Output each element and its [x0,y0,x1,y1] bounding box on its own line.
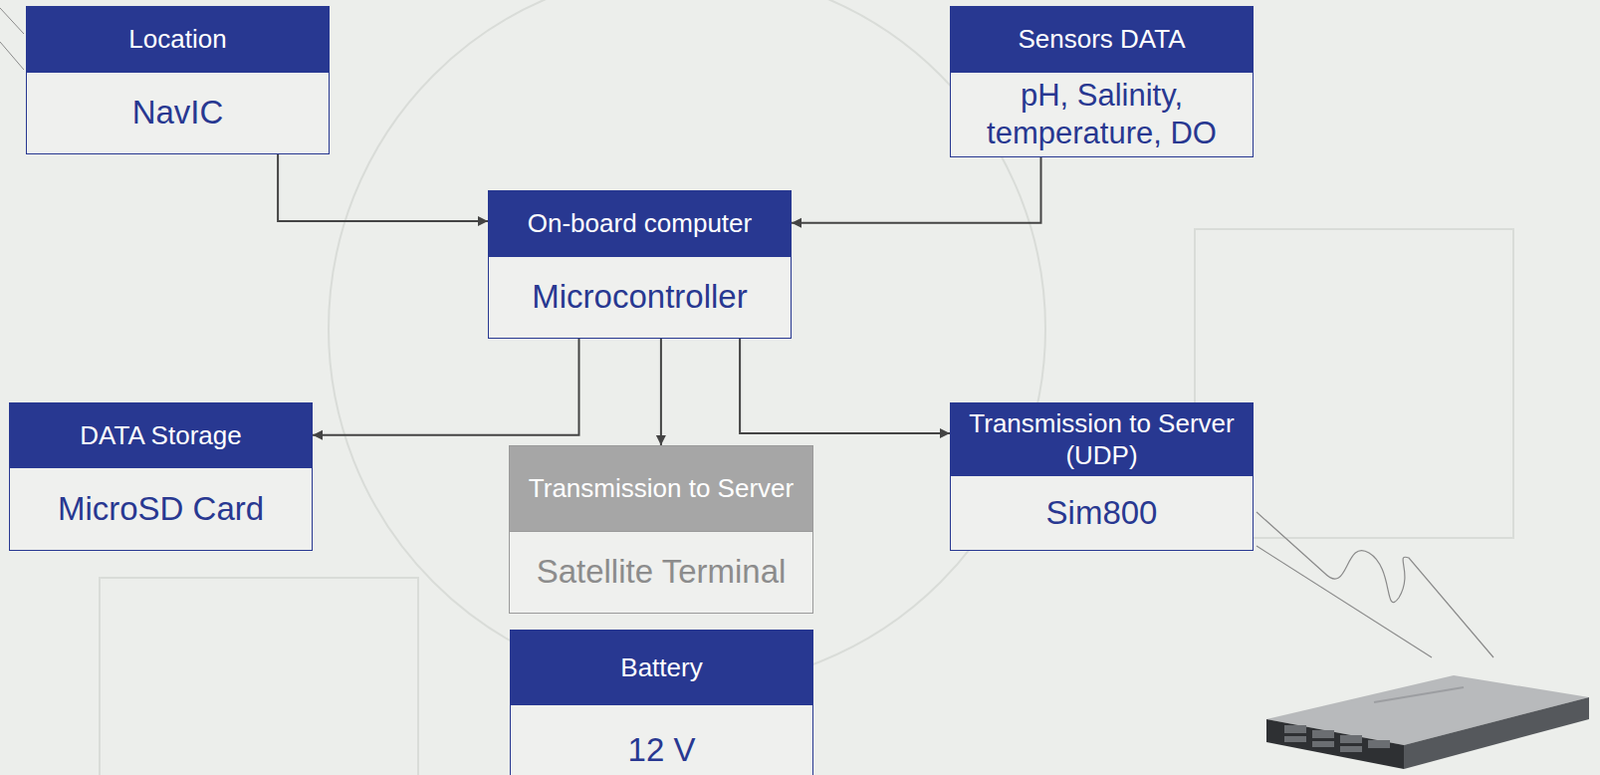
box-header: Sensors DATA [950,6,1253,73]
decor-lines [0,7,24,70]
box-label: Sim800 [1046,492,1158,533]
component-box: DATA StorageMicroSD Card [8,402,313,551]
box-label: NavIC [132,92,225,133]
component-box: On-board computerMicrocontroller [487,190,792,339]
box-header: Transmission to Server (UDP) [950,403,1253,476]
box-label: pH, Salinity, temperature, DO [960,76,1243,153]
box-body: Microcontroller [488,256,791,338]
box-title: DATA Storage [79,420,241,452]
data-flow-arrow [660,338,663,446]
box-title: Location [128,23,227,55]
box-header: Battery [510,630,813,705]
box-body: 12 V [510,704,813,775]
box-body: NavIC [26,72,329,154]
box-header: On-board computer [488,191,791,257]
box-body: MicroSD Card [9,467,312,550]
component-box: Transmission to ServerSatellite Terminal [508,445,814,614]
box-label: 12 V [628,729,696,770]
data-flow-arrow [312,338,580,436]
box-title: Battery [620,652,702,684]
box-title: Transmission to Server [528,472,794,504]
box-title: Transmission to Server (UDP) [960,408,1243,470]
radio-link [1256,511,1494,658]
server-illustration [1266,675,1590,769]
box-title: On-board computer [527,208,752,239]
box-body: Sim800 [950,475,1253,550]
box-header: DATA Storage [9,403,312,468]
component-box: LocationNavIC [25,5,330,155]
box-body: Satellite Terminal [509,530,813,613]
component-box: Transmission to Server (UDP) Sim800 [949,402,1254,551]
component-box: Battery 12 V [509,629,814,775]
data-flow-arrow [791,157,1042,224]
radio-link [1256,545,1432,658]
box-title: Sensors DATA [1017,23,1185,55]
box-label: MicroSD Card [57,488,264,529]
box-header: Location [26,6,329,73]
data-flow-arrow [739,338,950,434]
box-header: Transmission to Server [509,446,813,531]
data-flow-arrow [277,154,488,222]
box-label: Microcontroller [531,276,747,317]
box-body: pH, Salinity, temperature, DO [950,72,1253,157]
box-label: Satellite Terminal [536,551,787,592]
component-box: Sensors DATA pH, Salinity, temperature, D… [949,5,1254,158]
